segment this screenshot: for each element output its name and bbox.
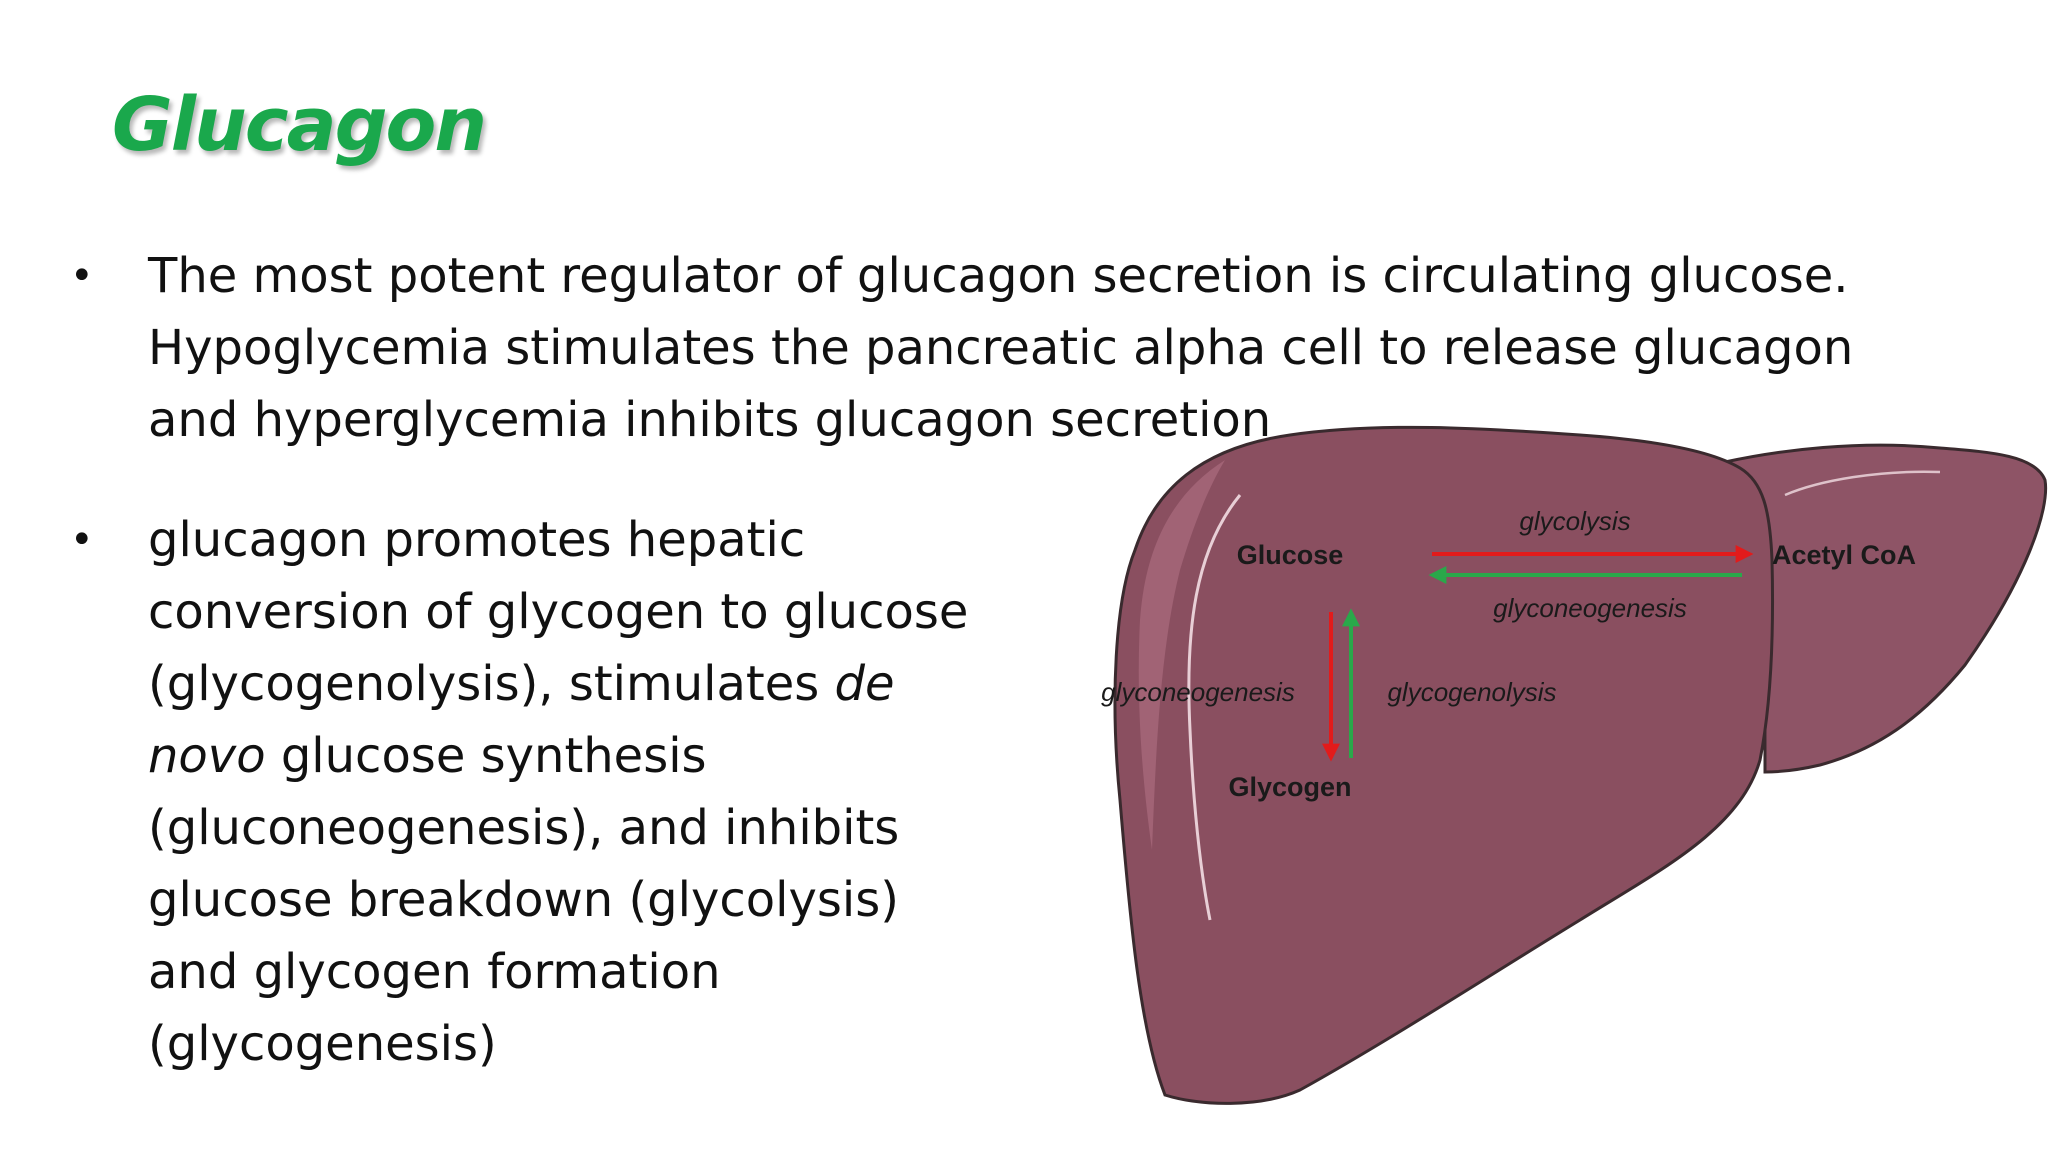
bullet-regulator: The most potent regulator of glucagon se… — [148, 248, 1854, 448]
bullet-marker: • — [70, 517, 94, 563]
liver-highlight — [1784, 470, 1941, 497]
bullet-marker: • — [70, 253, 94, 299]
bullet-text-italic: de novo — [148, 656, 895, 784]
label-glyconeogenesis-left: glyconeogenesis — [1101, 677, 1295, 707]
liver-highlight — [1138, 460, 1225, 850]
node-glucose: Glucose — [1237, 540, 1344, 570]
bullet-text-end: glucose synthesis (gluconeogenesis), and… — [148, 728, 900, 1072]
node-acetyl-coa: Acetyl CoA — [1772, 540, 1916, 570]
liver-diagram: Glucose Acetyl CoA Glycogen glycolysis g… — [1101, 425, 2048, 1105]
label-glyconeogenesis-top: glyconeogenesis — [1493, 593, 1687, 623]
label-glycolysis: glycolysis — [1519, 506, 1630, 536]
slide-title: Glucagon — [112, 82, 487, 168]
liver-left-lobe — [1113, 425, 1774, 1105]
bullet-text-start: glucagon promotes hepatic conversion of … — [148, 512, 969, 712]
bullet-hepatic-effects: glucagon promotes hepatic conversion of … — [148, 504, 988, 1080]
node-glycogen: Glycogen — [1228, 772, 1351, 802]
liver-highlight — [1187, 494, 1242, 921]
label-glycogenolysis: glycogenolysis — [1387, 677, 1556, 707]
